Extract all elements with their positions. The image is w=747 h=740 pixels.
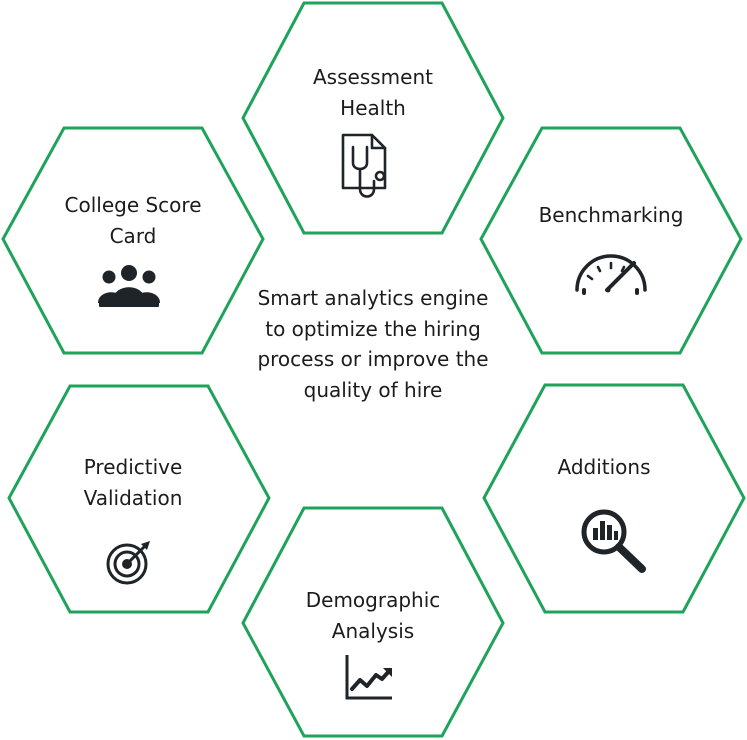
- label-line: Health: [340, 96, 406, 120]
- label-line: Analysis: [331, 619, 415, 643]
- hexagon-college-score-card: [1, 126, 265, 355]
- label-line: Additions: [557, 455, 651, 479]
- label-line: Assessment: [313, 65, 433, 89]
- label-line: Demographic: [305, 588, 441, 612]
- node-label-assessment-health: Assessment Health: [273, 62, 473, 124]
- node-label-benchmarking: Benchmarking: [511, 200, 711, 231]
- trend-chart-icon: [345, 655, 392, 700]
- label-line: College Score: [64, 193, 202, 217]
- label-line: Card: [109, 224, 157, 248]
- hexagon-additions: [482, 383, 746, 614]
- label-line: Benchmarking: [538, 203, 684, 227]
- target-arrow-icon: [106, 541, 150, 585]
- node-label-demographic-analysis: Demographic Analysis: [273, 585, 473, 647]
- label-line: Predictive: [83, 455, 183, 479]
- center-description: Smart analytics engine to optimize the h…: [257, 286, 489, 402]
- node-label-additions: Additions: [504, 452, 704, 483]
- label-line: Validation: [83, 486, 183, 510]
- hexagon-assessment-health: [241, 1, 505, 235]
- node-label-college-score-card: College Score Card: [33, 190, 233, 252]
- hexagon-benchmarking: [479, 126, 743, 355]
- medical-document-stethoscope-icon: [341, 133, 387, 198]
- hexagon-predictive-validation: [7, 384, 271, 614]
- speedometer-icon: [575, 254, 647, 295]
- group-icon: [98, 265, 160, 307]
- node-label-predictive-validation: Predictive Validation: [33, 452, 233, 514]
- hexagon-demographic-analysis: [241, 506, 505, 738]
- magnifier-chart-icon: [581, 509, 646, 573]
